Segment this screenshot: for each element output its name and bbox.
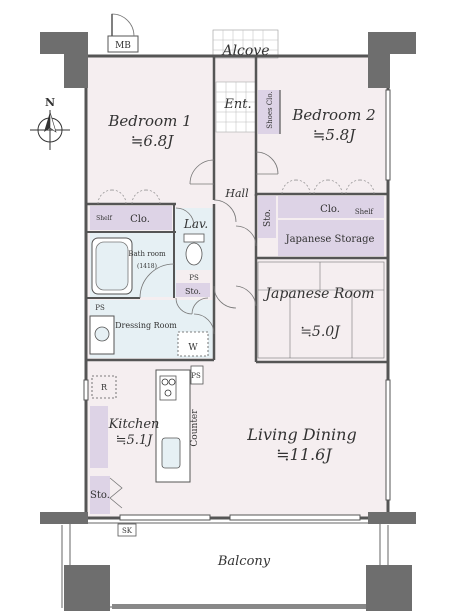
- balcony-column-right: [366, 565, 412, 611]
- lavatory-label: Lav.: [183, 217, 208, 231]
- meter-box-label: MB: [115, 41, 131, 51]
- closet2-area: [278, 196, 384, 218]
- alcove-label: Alcove: [220, 43, 269, 59]
- japanese-room-size: ≒5.0J: [300, 324, 341, 340]
- bathroom-size: (1418): [137, 263, 157, 270]
- closet1-label: Clo.: [130, 214, 150, 225]
- refrigerator-space: [91, 375, 117, 399]
- living-dining-name: Living Dining: [246, 425, 356, 444]
- washer-space: [177, 331, 209, 357]
- shoes-closet-area: [258, 90, 280, 134]
- shelf1-label: Shelf: [96, 215, 112, 222]
- ps-label-3: PS: [191, 372, 201, 380]
- kitchen-counter: [155, 365, 204, 483]
- balcony-area: [61, 522, 412, 611]
- balcony-column-left: [64, 565, 110, 611]
- kitchen-pantry-area: [90, 406, 108, 468]
- hall-storage-area: [258, 196, 276, 238]
- lav-storage-area: [176, 283, 210, 297]
- column-top-right-cap: [368, 32, 416, 54]
- lav-storage-label: Sto.: [185, 287, 201, 296]
- hall-storage-label: Sto.: [263, 209, 273, 227]
- entrance-label: Ent.: [223, 97, 251, 112]
- living-dining-size: ≒11.6J: [276, 445, 333, 464]
- shoes-closet-label: Shoes Clo.: [266, 91, 274, 128]
- closet-doors: [97, 179, 375, 205]
- bedroom2-name: Bedroom 2: [291, 106, 375, 124]
- washer-label: W: [188, 343, 198, 353]
- sk-label: SK: [122, 527, 133, 535]
- doors: [109, 151, 279, 509]
- counter-label: Counter: [190, 409, 200, 447]
- ps-label-2: PS: [95, 304, 105, 312]
- dressing-room-label: Dressing Room: [115, 321, 177, 330]
- toilet: [183, 233, 205, 266]
- north-compass-icon: N: [30, 96, 70, 150]
- sk-box: SK: [117, 523, 137, 537]
- japanese-storage-label: Japanese Storage: [285, 234, 375, 245]
- wash-basin: [89, 315, 115, 355]
- bedroom1-size: ≒6.8J: [131, 132, 174, 150]
- bathtub: [91, 237, 133, 295]
- hall-label: Hall: [224, 187, 249, 200]
- ps-label-1: PS: [189, 274, 199, 282]
- closet1-area: [90, 206, 172, 230]
- windows: [83, 89, 391, 521]
- refrigerator-label: R: [101, 383, 108, 392]
- meter-box: MB: [107, 13, 139, 53]
- column-bottom-left: [40, 512, 88, 524]
- tatami-lines: [257, 261, 385, 359]
- bedroom2-size: ≒5.8J: [313, 126, 356, 144]
- japanese-storage-area: [278, 220, 384, 256]
- compass-label: N: [45, 96, 55, 109]
- balcony-label: Balcony: [217, 554, 271, 569]
- entrance-grid: [212, 29, 279, 133]
- shelf2-label: Shelf: [355, 208, 375, 216]
- kitchen-name: Kitchen: [108, 417, 160, 432]
- bedroom1-name: Bedroom 1: [107, 112, 191, 130]
- kitchen-size: ≒5.1J: [116, 433, 154, 448]
- closet2-label: Clo.: [320, 204, 340, 215]
- bathroom-name: Bath room: [128, 250, 166, 258]
- japanese-room-name: Japanese Room: [262, 286, 374, 302]
- column-bottom-right: [368, 512, 416, 524]
- kitchen-storage-label: Sto.: [90, 490, 110, 501]
- kitchen-storage-area: [90, 476, 110, 514]
